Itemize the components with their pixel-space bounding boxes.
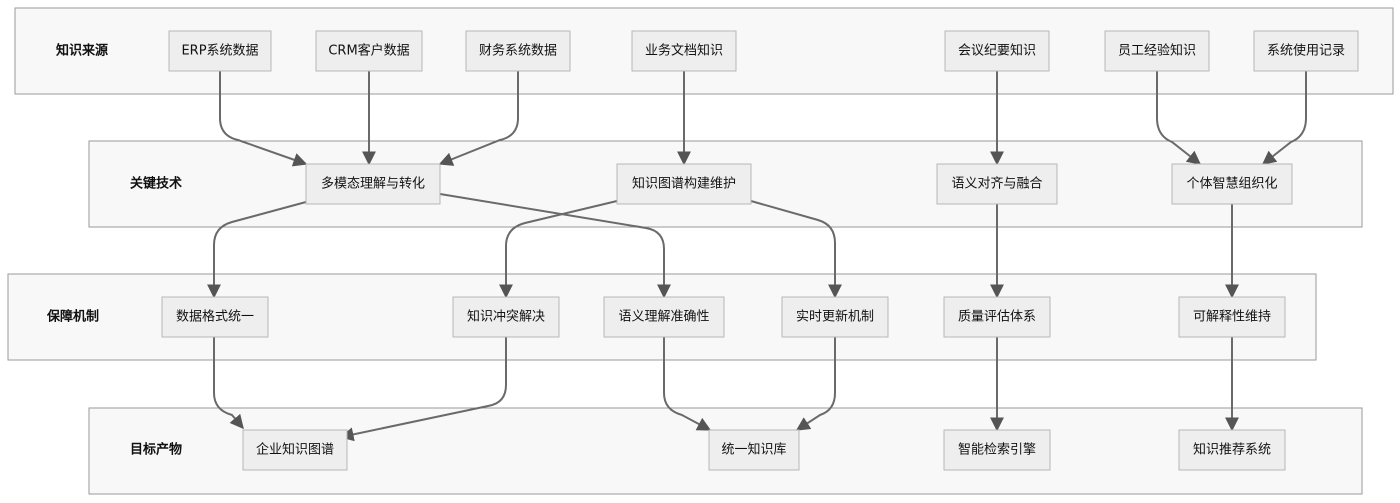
lane-title-source: 知识来源 bbox=[56, 43, 108, 59]
node-label: 业务文档知识 bbox=[645, 43, 723, 59]
node-label: 语义对齐与融合 bbox=[951, 176, 1042, 192]
edge-conflict-ekg bbox=[339, 337, 507, 442]
node-wisdom-org: 个体智慧组织化 bbox=[1171, 163, 1293, 205]
node-label: 个体智慧组织化 bbox=[1186, 176, 1277, 192]
node-realtime-update: 实时更新机制 bbox=[781, 296, 889, 338]
node-label: CRM客户数据 bbox=[328, 43, 409, 59]
node-label: 质量评估体系 bbox=[958, 310, 1036, 325]
edge-staff-wisdom bbox=[1156, 71, 1202, 165]
edge-kgbuild-realtime bbox=[750, 200, 842, 299]
node-label: 企业知识图谱 bbox=[256, 442, 334, 458]
node-conflict-resolve: 知识冲突解决 bbox=[452, 296, 560, 338]
node-explainability: 可解释性维持 bbox=[1178, 296, 1286, 338]
edge-syslog-wisdom bbox=[1261, 71, 1307, 165]
node-label: 统一知识库 bbox=[721, 442, 786, 458]
node-label: 智能检索引擎 bbox=[958, 443, 1036, 458]
edge-multimodal-format bbox=[207, 201, 307, 299]
node-kg-build: 知识图谱构建维护 bbox=[616, 163, 752, 205]
node-label: 员工经验知识 bbox=[1118, 43, 1196, 59]
node-label: 财务系统数据 bbox=[479, 43, 557, 59]
edge-realtime-unified bbox=[795, 337, 836, 431]
node-bizdoc: 业务文档知识 bbox=[631, 30, 737, 72]
edge-erp-multimodal bbox=[219, 71, 308, 167]
node-label: 多模态理解与转化 bbox=[321, 176, 425, 192]
node-label: 会议纪要知识 bbox=[958, 43, 1036, 59]
edge-multimodal-accuracy bbox=[439, 193, 671, 299]
edge-accuracy-unified bbox=[663, 337, 712, 431]
node-label: 可解释性维持 bbox=[1193, 310, 1271, 325]
node-label: 知识冲突解决 bbox=[467, 309, 545, 325]
node-system-log: 系统使用记录 bbox=[1253, 30, 1359, 72]
node-multimodal: 多模态理解与转化 bbox=[305, 163, 441, 205]
node-format-unify: 数据格式统一 bbox=[161, 296, 269, 338]
node-label: 实时更新机制 bbox=[796, 309, 874, 325]
edges bbox=[207, 71, 1307, 442]
lane-title-tech: 关键技术 bbox=[130, 176, 182, 192]
node-semantic-align: 语义对齐与融合 bbox=[936, 163, 1058, 205]
node-crm-data: CRM客户数据 bbox=[315, 30, 423, 72]
node-finance-data: 财务系统数据 bbox=[465, 30, 571, 72]
node-recommend-system: 知识推荐系统 bbox=[1178, 429, 1286, 471]
node-label: 数据格式统一 bbox=[176, 309, 254, 325]
edge-kgbuild-conflict bbox=[499, 200, 618, 299]
node-label: 知识推荐系统 bbox=[1193, 442, 1271, 458]
node-erp-data: ERP系统数据 bbox=[168, 30, 272, 72]
node-label: ERP系统数据 bbox=[181, 44, 258, 59]
edge-finance-multimodal bbox=[438, 71, 519, 166]
node-meeting: 会议纪要知识 bbox=[944, 30, 1050, 72]
node-label: 知识图谱构建维护 bbox=[632, 176, 736, 192]
node-search-engine: 智能检索引擎 bbox=[943, 429, 1051, 471]
node-label: 系统使用记录 bbox=[1267, 43, 1345, 59]
edge-format-ekg bbox=[213, 337, 244, 430]
lane-title-guarantee: 保障机制 bbox=[46, 309, 99, 325]
lane-title-output: 目标产物 bbox=[130, 442, 182, 458]
node-enterprise-kg: 企业知识图谱 bbox=[242, 429, 348, 471]
node-quality-eval: 质量评估体系 bbox=[943, 296, 1051, 338]
node-semantic-accuracy: 语义理解准确性 bbox=[603, 296, 725, 338]
node-label: 语义理解准确性 bbox=[618, 310, 709, 325]
node-staff-experience: 员工经验知识 bbox=[1104, 30, 1210, 72]
node-unified-kb: 统一知识库 bbox=[708, 429, 800, 471]
